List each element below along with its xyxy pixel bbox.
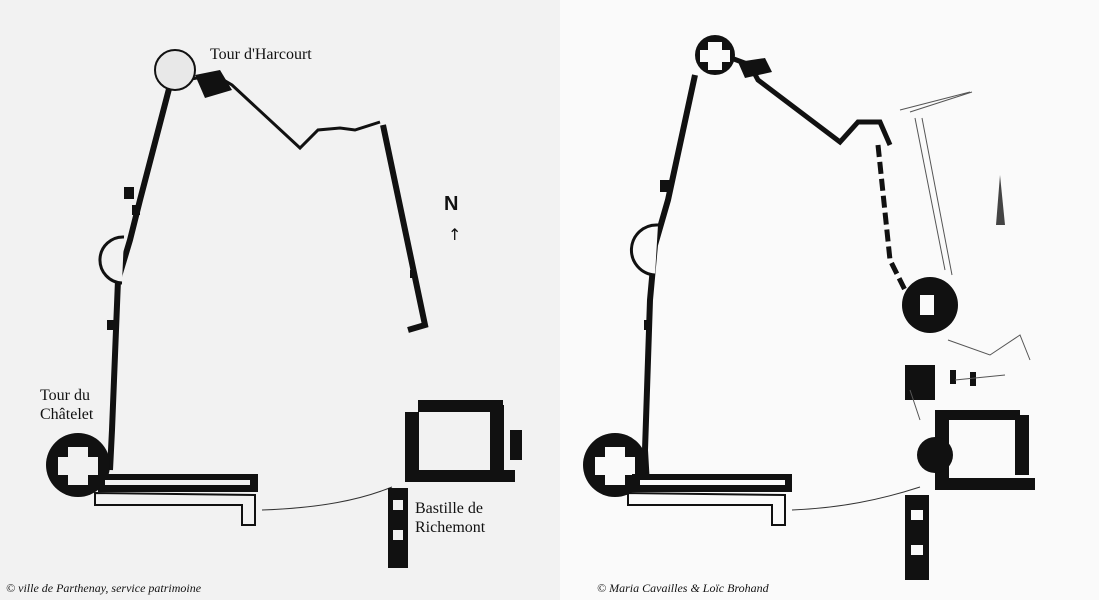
right-east-complex [905,365,1035,580]
north-arrow-icon: ↑ [448,225,462,244]
label-tour-harcourt: Tour d'Harcourt [210,46,312,63]
right-buttress [644,320,652,330]
right-south-outer [627,491,786,526]
right-west-half-tower [629,223,659,277]
left-plan-panel: Tour d'Harcourt Tour du Châtelet Bastill… [0,0,560,600]
left-south-outer [94,491,256,526]
left-west-wall [107,84,173,471]
left-connecting-line [261,486,393,511]
label-tour-chatelet-2: Châtelet [40,406,94,423]
label-bastille-1: Bastille de [415,500,483,517]
left-buttress [132,205,140,215]
left-bastille [388,400,522,568]
right-plan-panel: © Maria Cavailles & Loïc Brohand [560,0,1099,600]
right-east-wall [875,144,908,292]
left-harcourt-annex [195,70,232,98]
label-tour-chatelet-1: Tour du [40,387,90,404]
left-castle-plan [46,49,522,568]
right-north-needle [996,175,1005,225]
left-harcourt-tower [154,49,196,91]
left-buttress [107,320,115,330]
right-credit: © Maria Cavailles & Loïc Brohand [597,581,769,595]
left-chatelet-cross [58,447,98,485]
right-outline-lines [909,334,1031,421]
left-credit: © ville de Parthenay, service patrimoine [6,581,202,595]
left-buttress [124,187,134,199]
right-west-wall [641,74,698,486]
right-survey-lines [899,91,973,276]
right-buttress [660,180,672,192]
label-bastille-2: Richemont [415,519,486,536]
north-letter: N [444,193,459,215]
right-connecting-line [791,486,921,511]
left-buttress [410,270,416,278]
right-castle-plan [583,35,1035,580]
left-east-wall [380,124,429,333]
left-west-half-tower [98,235,125,285]
